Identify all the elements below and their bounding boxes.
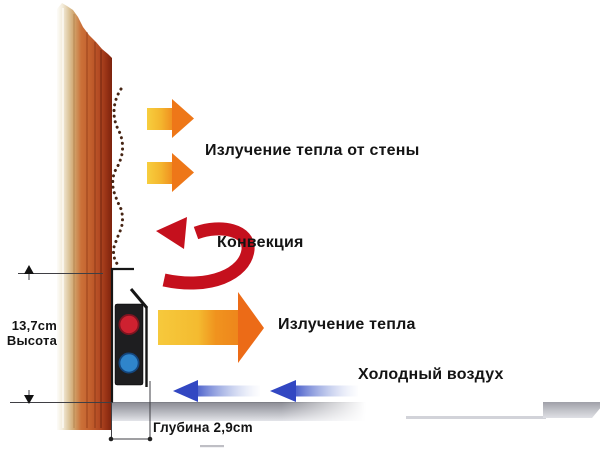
depth-dimension	[108, 381, 224, 448]
cold-water-indicator	[118, 352, 140, 374]
height-value: 13,7cm	[11, 318, 57, 333]
label-convection: Конвекция	[217, 234, 304, 251]
height-caption: Высота	[6, 333, 57, 348]
label-height-dimension: 13,7cm Высота	[0, 318, 57, 348]
wall-air-film-dots	[111, 87, 125, 267]
label-cold-air: Холодный воздух	[358, 366, 504, 383]
label-depth-dimension: Глубина 2,9cm	[153, 420, 253, 435]
floor-edge-line	[406, 416, 546, 419]
wall	[57, 3, 112, 430]
floor-band-right	[543, 402, 600, 418]
wall-heat-arrow-bottom	[147, 153, 194, 192]
radiator-bracket	[110, 267, 134, 402]
label-wall-radiation: Излучение тепла от стены	[205, 142, 420, 159]
floor-band	[57, 402, 369, 421]
radiator-heat-arrow	[158, 292, 264, 363]
cold-air-arrow-left	[173, 380, 260, 402]
convection-arrow	[156, 217, 255, 290]
hot-water-indicator	[118, 313, 140, 335]
label-radiator-radiation: Излучение тепла	[278, 316, 416, 333]
cold-air-arrow-right	[270, 380, 358, 402]
wall-heat-arrow-top	[147, 99, 194, 138]
height-dimension	[10, 265, 113, 404]
radiator	[110, 267, 149, 402]
